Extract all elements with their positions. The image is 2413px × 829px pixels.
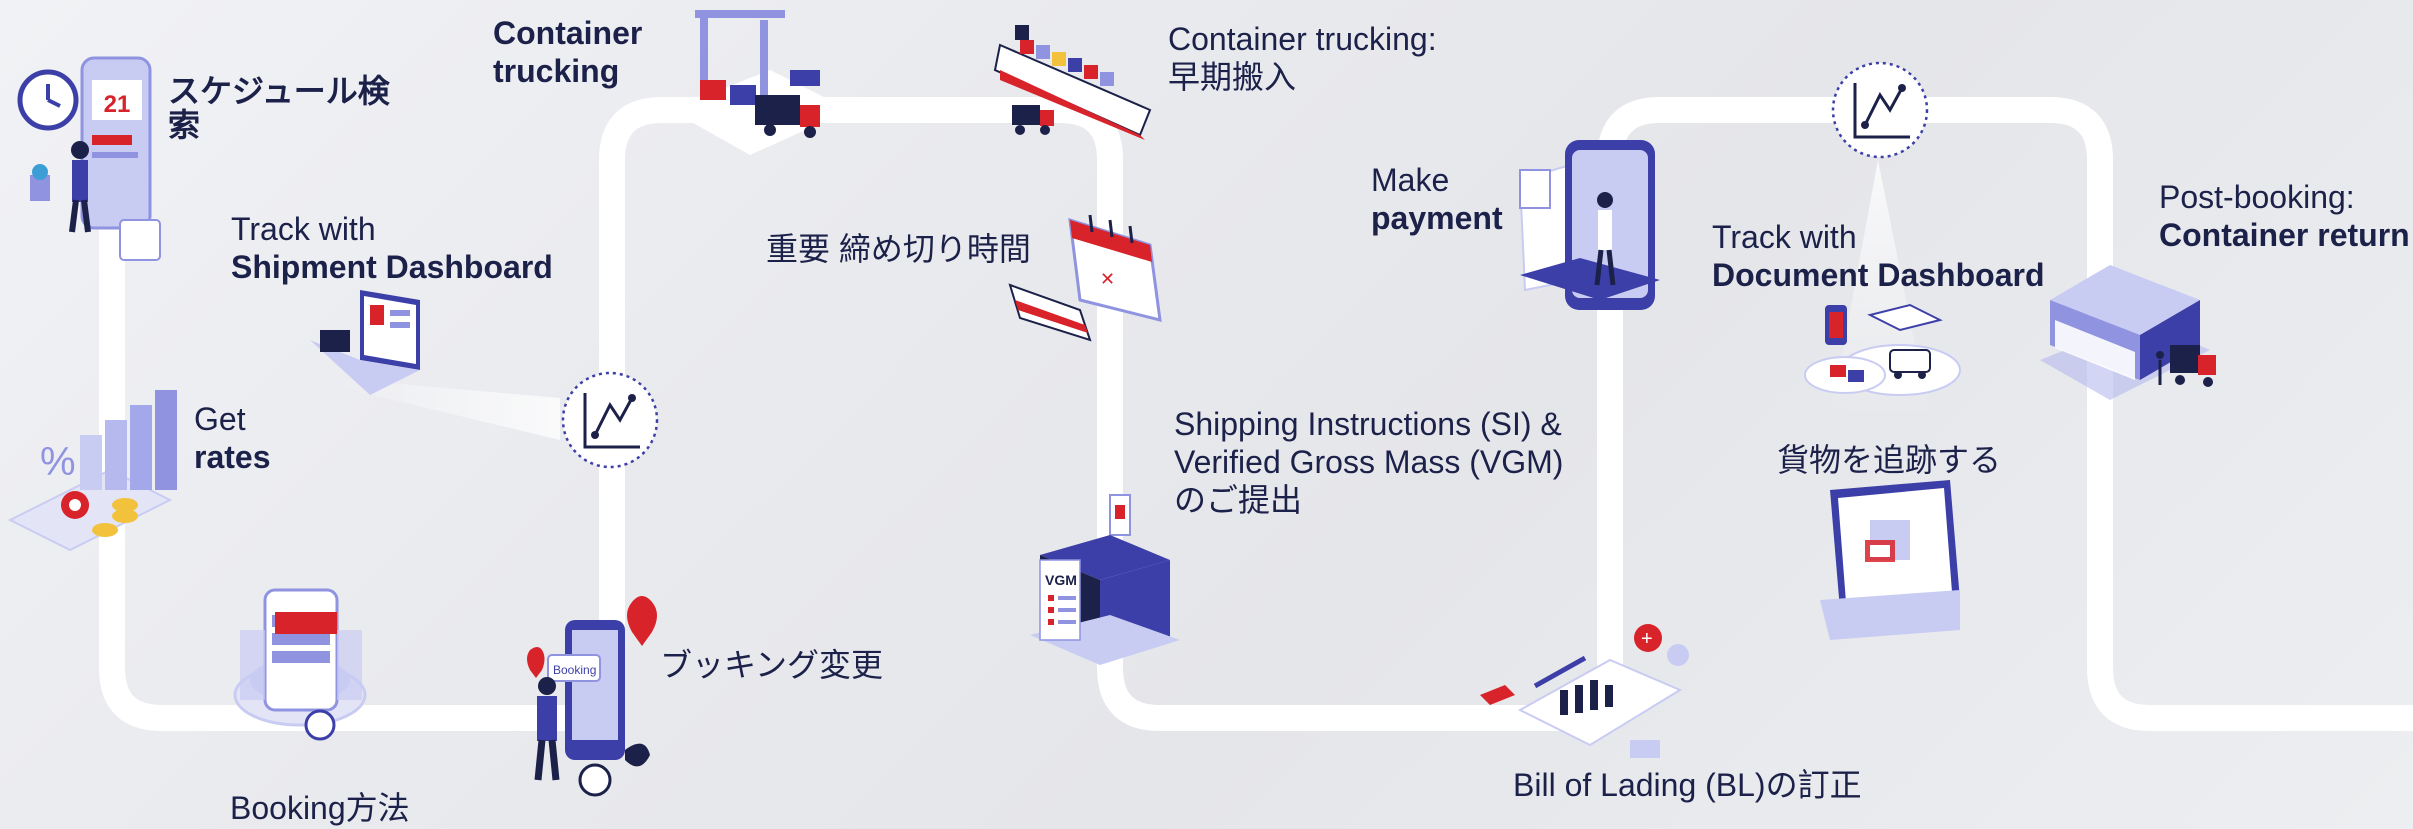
vgm-tag-text: VGM (1045, 572, 1077, 588)
person-phone-booking-icon: Booking (527, 596, 657, 797)
cargo-ship-truck-icon (993, 25, 1152, 140)
step-track-document-line-1: Track with (1712, 219, 1857, 255)
warehouse-truck-icon (2040, 265, 2216, 400)
step-bl-correction-line-1: Bill of Lading (BL)の訂正 (1513, 767, 1862, 803)
step-si-vgm-line-2: Verified Gross Mass (VGM) (1174, 444, 1564, 480)
step-track-cargo-line-1: 貨物を追跡する (1777, 442, 2002, 478)
phone-calendar-person-icon: 21 (17, 56, 161, 261)
vgm-container-scale-icon: VGM (1030, 494, 1180, 665)
calendar-day-text: 21 (104, 91, 131, 118)
shipment-dashboard-badge-icon (561, 371, 659, 469)
step-track-shipment-label: Track with Shipment Dashboard (231, 210, 553, 286)
document-checklist-icon: + (1480, 624, 1689, 758)
step-schedule-search-line-2: 索 (168, 107, 201, 143)
laptop-folder-icon (1820, 480, 1960, 640)
step-early-trucking-line-2: 早期搬入 (1168, 59, 1297, 95)
step-si-vgm-label: Shipping Instructions (SI) & Verified Gr… (1174, 405, 1563, 519)
step-si-vgm-line-3: のご提出 (1174, 482, 1303, 518)
step-container-trucking-line-2: trucking (493, 53, 620, 89)
step-container-trucking-line-1: Container (493, 15, 643, 51)
step-cutoff-label: 重要 締め切り時間 (766, 230, 1031, 268)
step-si-vgm-line-1: Shipping Instructions (SI) & (1174, 406, 1562, 442)
port-crane-truck-icon (670, 10, 850, 155)
step-payment-label: Make payment (1371, 161, 1503, 237)
step-container-trucking-label: Container trucking (493, 14, 642, 90)
svg-text:✕: ✕ (1100, 269, 1115, 289)
tracking-devices-icon (1804, 303, 1961, 396)
step-track-shipment-bold: Shipment Dashboard (231, 249, 553, 285)
booking-tag-text: Booking (553, 663, 596, 677)
step-track-cargo-label: 貨物を追跡する (1777, 441, 2001, 479)
step-get-rates-label: Get rates (194, 400, 271, 476)
step-schedule-search-line-1: スケジュール検 (168, 73, 390, 109)
phone-payment-icon (1518, 140, 1660, 310)
svg-text:+: + (1641, 628, 1653, 650)
step-bl-correction-label: Bill of Lading (BL)の訂正 (1513, 766, 1862, 804)
step-schedule-search-label: スケジュール検 索 (168, 74, 390, 142)
step-early-trucking-line-1: Container trucking: (1168, 21, 1437, 57)
step-payment-bold: payment (1371, 200, 1503, 236)
svg-text:%: % (40, 440, 76, 484)
phone-booking-icon (233, 588, 367, 741)
step-booking-change-line-1: ブッキング変更 (660, 647, 884, 683)
step-container-return-label: Post-booking: Container return (2159, 178, 2410, 254)
step-track-document-bold: Document Dashboard (1712, 257, 2045, 293)
step-container-return-bold: Container return (2159, 217, 2410, 253)
step-get-rates-bold: rates (194, 439, 271, 475)
step-payment-line-1: Make (1371, 162, 1450, 198)
bar-chart-coins-icon: % (7, 390, 177, 552)
step-cutoff-line-1: 重要 締め切り時間 (766, 231, 1031, 267)
step-booking-method-label: Booking方法 (230, 789, 410, 827)
step-track-shipment-line-1: Track with (231, 211, 376, 247)
calendar-ship-icon: ✕ (1008, 214, 1162, 342)
step-get-rates-line-1: Get (194, 401, 246, 437)
step-booking-change-label: ブッキング変更 (660, 646, 883, 684)
document-dashboard-badge-icon (1831, 61, 1929, 159)
laptop-dashboard-icon (310, 290, 420, 395)
step-track-document-label: Track with Document Dashboard (1712, 218, 2044, 294)
step-early-trucking-label: Container trucking: 早期搬入 (1168, 20, 1437, 96)
step-container-return-line-1: Post-booking: (2159, 179, 2355, 215)
shipment-dashboard-beam (330, 378, 560, 440)
step-booking-method-line-1: Booking方法 (230, 790, 410, 826)
